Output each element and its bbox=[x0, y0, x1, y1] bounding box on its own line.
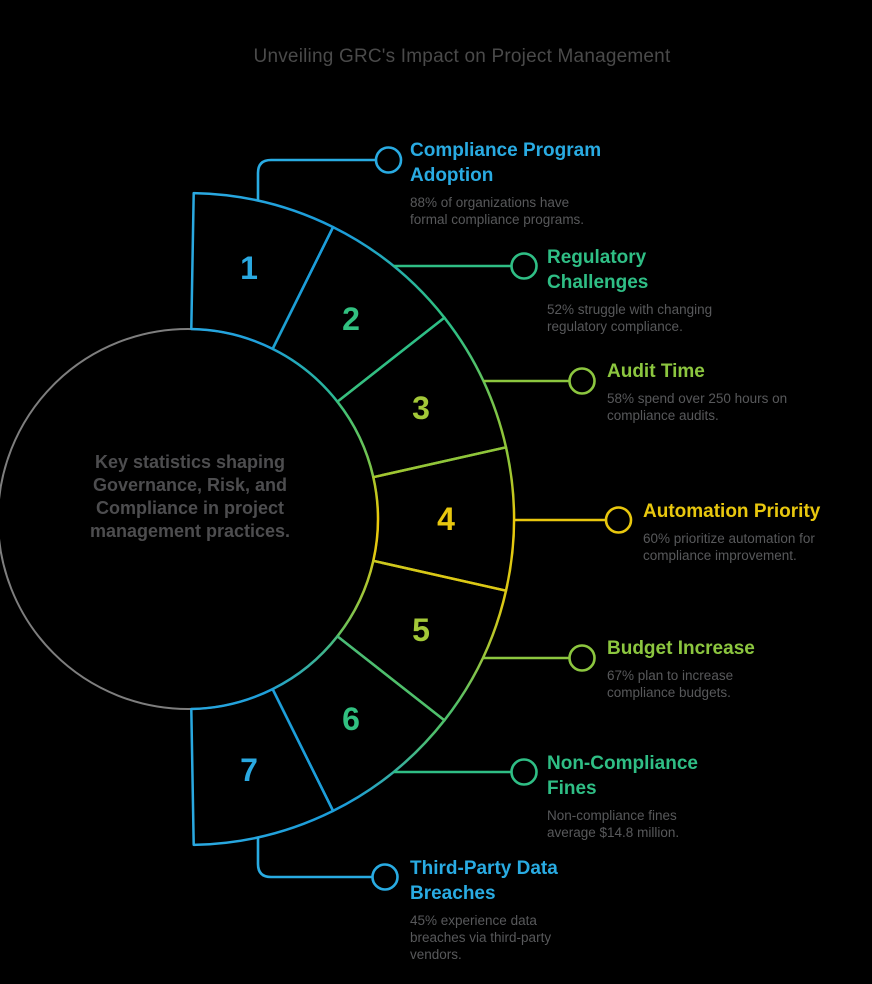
marker-circle-7 bbox=[371, 863, 399, 891]
marker-circle-2 bbox=[510, 252, 538, 280]
connector-line-7 bbox=[256, 837, 372, 879]
item-description: 52% struggle with changing regulatory co… bbox=[547, 302, 713, 334]
legend-item-7: Third-Party Data Breaches 45% experience… bbox=[410, 856, 558, 963]
segment-number-4: 4 bbox=[437, 501, 455, 537]
item-description: Non-compliance fines average $14.8 milli… bbox=[547, 808, 680, 840]
marker-circle-4 bbox=[604, 506, 633, 534]
item-title: Audit Time bbox=[607, 361, 705, 382]
connector-6 bbox=[393, 758, 538, 786]
connector-2 bbox=[393, 252, 538, 280]
item-description: 88% of organizations have formal complia… bbox=[410, 195, 585, 227]
legend-item-4: Automation Priority 60% prioritize autom… bbox=[643, 499, 820, 564]
legend-item-1: Compliance Program Adoption 88% of organ… bbox=[410, 138, 601, 228]
item-title: Regulatory Challenges bbox=[547, 247, 649, 293]
segment-number-3: 3 bbox=[412, 390, 430, 426]
marker-circle-1 bbox=[374, 146, 403, 174]
item-title: Third-Party Data Breaches bbox=[410, 858, 558, 904]
connector-1 bbox=[256, 146, 403, 201]
ring-segment-7 bbox=[190, 687, 335, 847]
connector-3 bbox=[483, 367, 596, 395]
item-title: Non-Compliance Fines bbox=[547, 753, 698, 799]
marker-circle-3 bbox=[568, 367, 596, 395]
item-title: Budget Increase bbox=[607, 638, 755, 659]
marker-circle-5 bbox=[568, 644, 596, 672]
connector-4 bbox=[514, 506, 633, 534]
legend-item-6: Non-Compliance Fines Non-compliance fine… bbox=[547, 751, 698, 841]
legend-item-3: Audit Time 58% spend over 250 hours on c… bbox=[607, 359, 787, 424]
legend-item-2: Regulatory Challenges 52% struggle with … bbox=[547, 245, 712, 335]
segment-number-5: 5 bbox=[412, 612, 430, 648]
connector-7 bbox=[256, 837, 399, 891]
segment-number-6: 6 bbox=[342, 701, 360, 737]
item-description: 45% experience data breaches via third-p… bbox=[410, 913, 552, 962]
item-description: 58% spend over 250 hours on compliance a… bbox=[607, 391, 788, 423]
item-title: Compliance Program Adoption bbox=[410, 140, 602, 186]
segment-number-1: 1 bbox=[240, 250, 258, 286]
page-title: Unveiling GRC's Impact on Project Manage… bbox=[253, 46, 671, 67]
item-description: 67% plan to increase compliance budgets. bbox=[607, 668, 734, 700]
marker-circle-6 bbox=[510, 758, 538, 786]
item-title: Automation Priority bbox=[643, 501, 821, 522]
connector-line-1 bbox=[256, 158, 376, 201]
legend-item-5: Budget Increase 67% plan to increase com… bbox=[607, 636, 755, 701]
segment-numbers: 1 2 3 4 5 6 7 bbox=[240, 250, 455, 788]
center-caption: Key statistics shaping Governance, Risk,… bbox=[89, 452, 291, 541]
ring-segments bbox=[190, 191, 516, 847]
connector-5 bbox=[483, 644, 596, 672]
segment-number-2: 2 bbox=[342, 301, 360, 337]
segment-number-7: 7 bbox=[240, 752, 258, 788]
item-description: 60% prioritize automation for compliance… bbox=[643, 531, 815, 563]
